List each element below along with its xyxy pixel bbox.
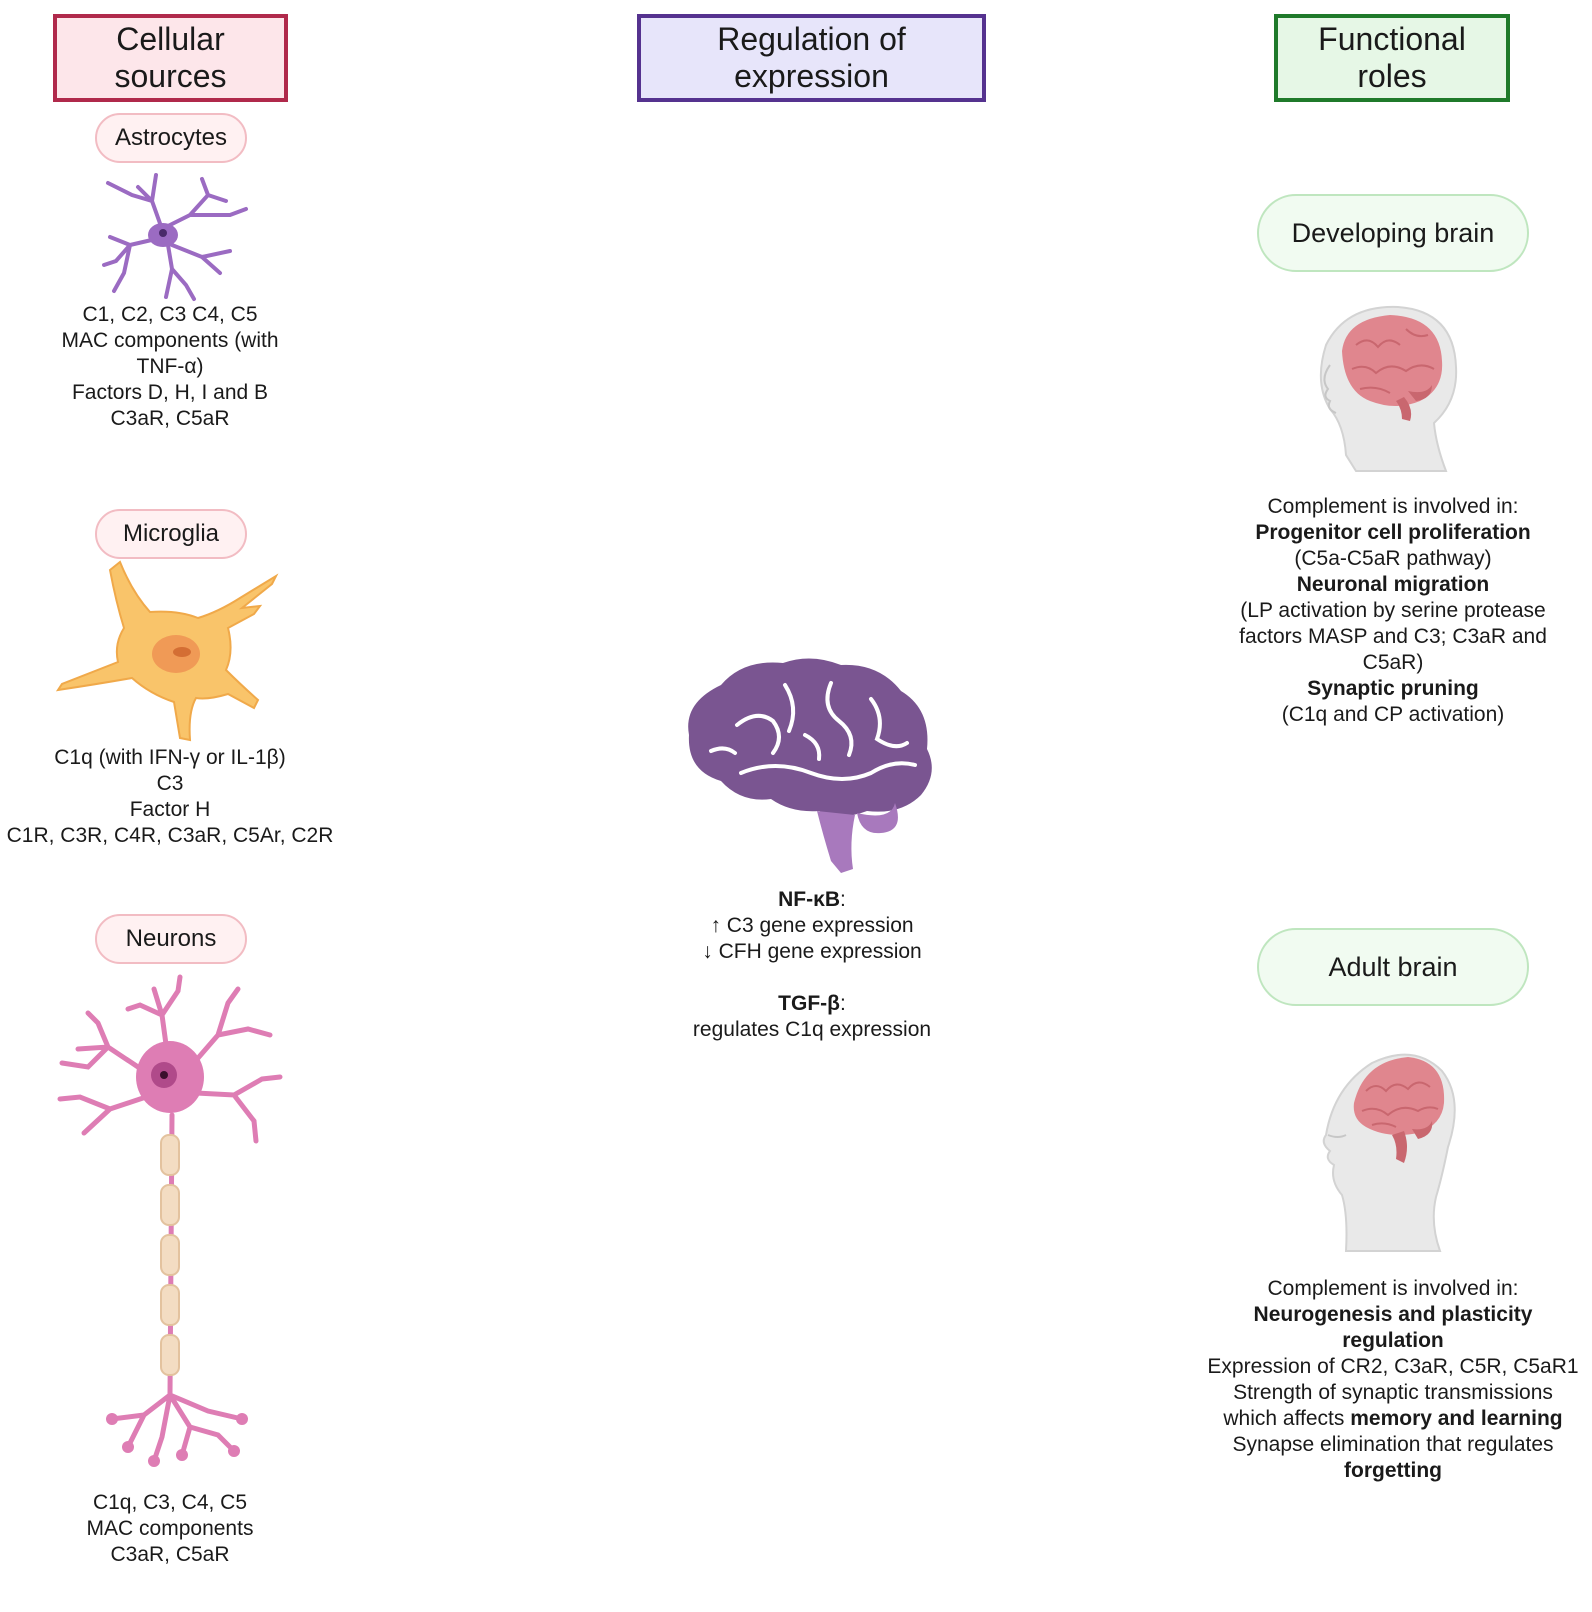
adult-brain-label: Adult brain [1257,928,1529,1006]
brain-icon [688,658,932,873]
developing-line: Synaptic pruning [1307,677,1479,700]
adult-line: Expression of CR2, C3aR, C5R, C5aR1 [1207,1355,1579,1378]
nfkb-line: ↑ C3 gene expression [710,914,914,937]
adult-line-memory: which affects memory and learning [1203,1406,1583,1432]
tgfb-title: TGF-β [778,992,840,1015]
neurons-label: Neurons [95,914,247,964]
tgfb-line: regulates C1q expression [692,1018,932,1041]
nfkb-title: NF-κB [778,888,841,911]
microglia-label: Microglia [95,509,247,559]
astrocytes-line: MAC components (with [61,329,279,352]
adult-line-bold-part: memory and learning [1350,1407,1563,1430]
tgfb-heading: TGF-β: [657,991,967,1017]
neuron-icon [57,974,283,1467]
adult-line: Neurogenesis and plasticity [1253,1303,1533,1326]
nfkb-colon: : [840,888,846,911]
adult-line-part: which affects [1223,1407,1351,1430]
astrocytes-line: C1, C2, C3 C4, C5 [82,303,258,326]
microglia-icon [55,560,279,742]
developing-brain-label: Developing brain [1257,194,1529,272]
adult-intro: Complement is involved in: [1267,1277,1519,1300]
header-cellular-sources-text: Cellular sources [114,21,227,94]
developing-line: (C1q and CP activation) [1281,703,1505,726]
microglia-line: Factor H [129,798,211,821]
microglia-line: C1R, C3R, C4R, C3aR, C5Ar, C2R [6,824,334,847]
astrocytes-label: Astrocytes [95,113,247,163]
header-regulation-of-expression: Regulation of expression [637,14,986,102]
neurons-line: C3aR, C5aR [110,1543,230,1566]
developing-brain-text: Complement is involved in: Progenitor ce… [1213,494,1573,728]
developing-line: Neuronal migration [1296,573,1490,596]
astrocytes-line: Factors D, H, I and B [71,381,269,404]
nfkb-heading: NF-κB: [657,887,967,913]
microglia-line: C1q (with IFN-γ or IL-1β) [54,746,286,769]
regulation-text: NF-κB: ↑ C3 gene expression ↓ CFH gene e… [657,887,967,1043]
developing-line: C5aR) [1362,651,1424,674]
astrocytes-line: TNF-α) [136,355,204,378]
developing-intro: Complement is involved in: [1267,495,1519,518]
header-functional-roles-text: Functional roles [1318,21,1466,94]
infant-head-icon [1319,305,1458,472]
astrocytes-line: C3aR, C5aR [110,407,230,430]
developing-line: Progenitor cell proliferation [1255,521,1531,544]
astrocytes-components: C1, C2, C3 C4, C5 MAC components (with T… [40,302,300,432]
neurons-components: C1q, C3, C4, C5 MAC components C3aR, C5a… [40,1490,300,1568]
header-functional-roles: Functional roles [1274,14,1510,102]
adult-line: regulation [1342,1329,1444,1352]
tgfb-colon: : [839,992,846,1015]
developing-line: factors MASP and C3; C3aR and [1239,625,1547,648]
neurons-line: MAC components [86,1517,254,1540]
adult-brain-text: Complement is involved in: Neurogenesis … [1203,1276,1583,1484]
neurons-line: C1q, C3, C4, C5 [92,1491,248,1514]
nfkb-line: ↓ CFH gene expression [702,940,922,963]
developing-line: (LP activation by serine protease [1240,599,1546,622]
header-regulation-text: Regulation of expression [717,21,906,94]
astrocyte-icon [102,173,248,301]
microglia-components: C1q (with IFN-γ or IL-1β) C3 Factor H C1… [0,745,340,849]
microglia-line: C3 [156,772,184,795]
adult-head-icon [1322,1053,1456,1252]
developing-line: (C5a-C5aR pathway) [1294,547,1492,570]
adult-line: Synapse elimination that regulates [1232,1433,1554,1456]
adult-line: Strength of synaptic transmissions [1233,1381,1553,1404]
adult-line: forgetting [1344,1459,1442,1482]
header-cellular-sources: Cellular sources [53,14,288,102]
